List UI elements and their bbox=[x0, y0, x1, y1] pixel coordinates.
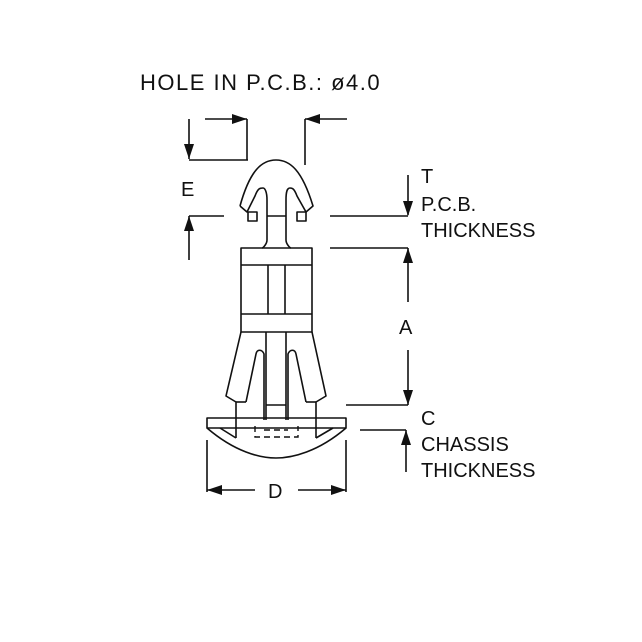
dimension-t-desc-2: THICKNESS bbox=[421, 220, 535, 242]
dimension-t-label: T bbox=[421, 166, 433, 188]
dimension-d-label: D bbox=[268, 481, 282, 503]
standoff-part bbox=[206, 159, 347, 459]
hole-size-title: HOLE IN P.C.B.: ø4.0 bbox=[140, 70, 381, 95]
hole-diameter-dimension bbox=[205, 114, 347, 165]
dimension-c: C CHASSIS THICKNESS bbox=[360, 408, 535, 482]
dimension-a: A bbox=[346, 248, 413, 406]
dimension-d: D bbox=[206, 440, 347, 503]
dimension-c-desc-1: CHASSIS bbox=[421, 434, 509, 456]
dimension-a-label: A bbox=[399, 317, 413, 339]
dimension-c-label: C bbox=[421, 408, 435, 430]
dimension-t: T P.C.B. THICKNESS bbox=[330, 166, 535, 249]
dimension-t-desc-1: P.C.B. bbox=[421, 194, 476, 216]
dimension-c-desc-2: THICKNESS bbox=[421, 460, 535, 482]
dimension-e: E bbox=[181, 119, 248, 260]
dimension-e-label: E bbox=[181, 179, 194, 201]
